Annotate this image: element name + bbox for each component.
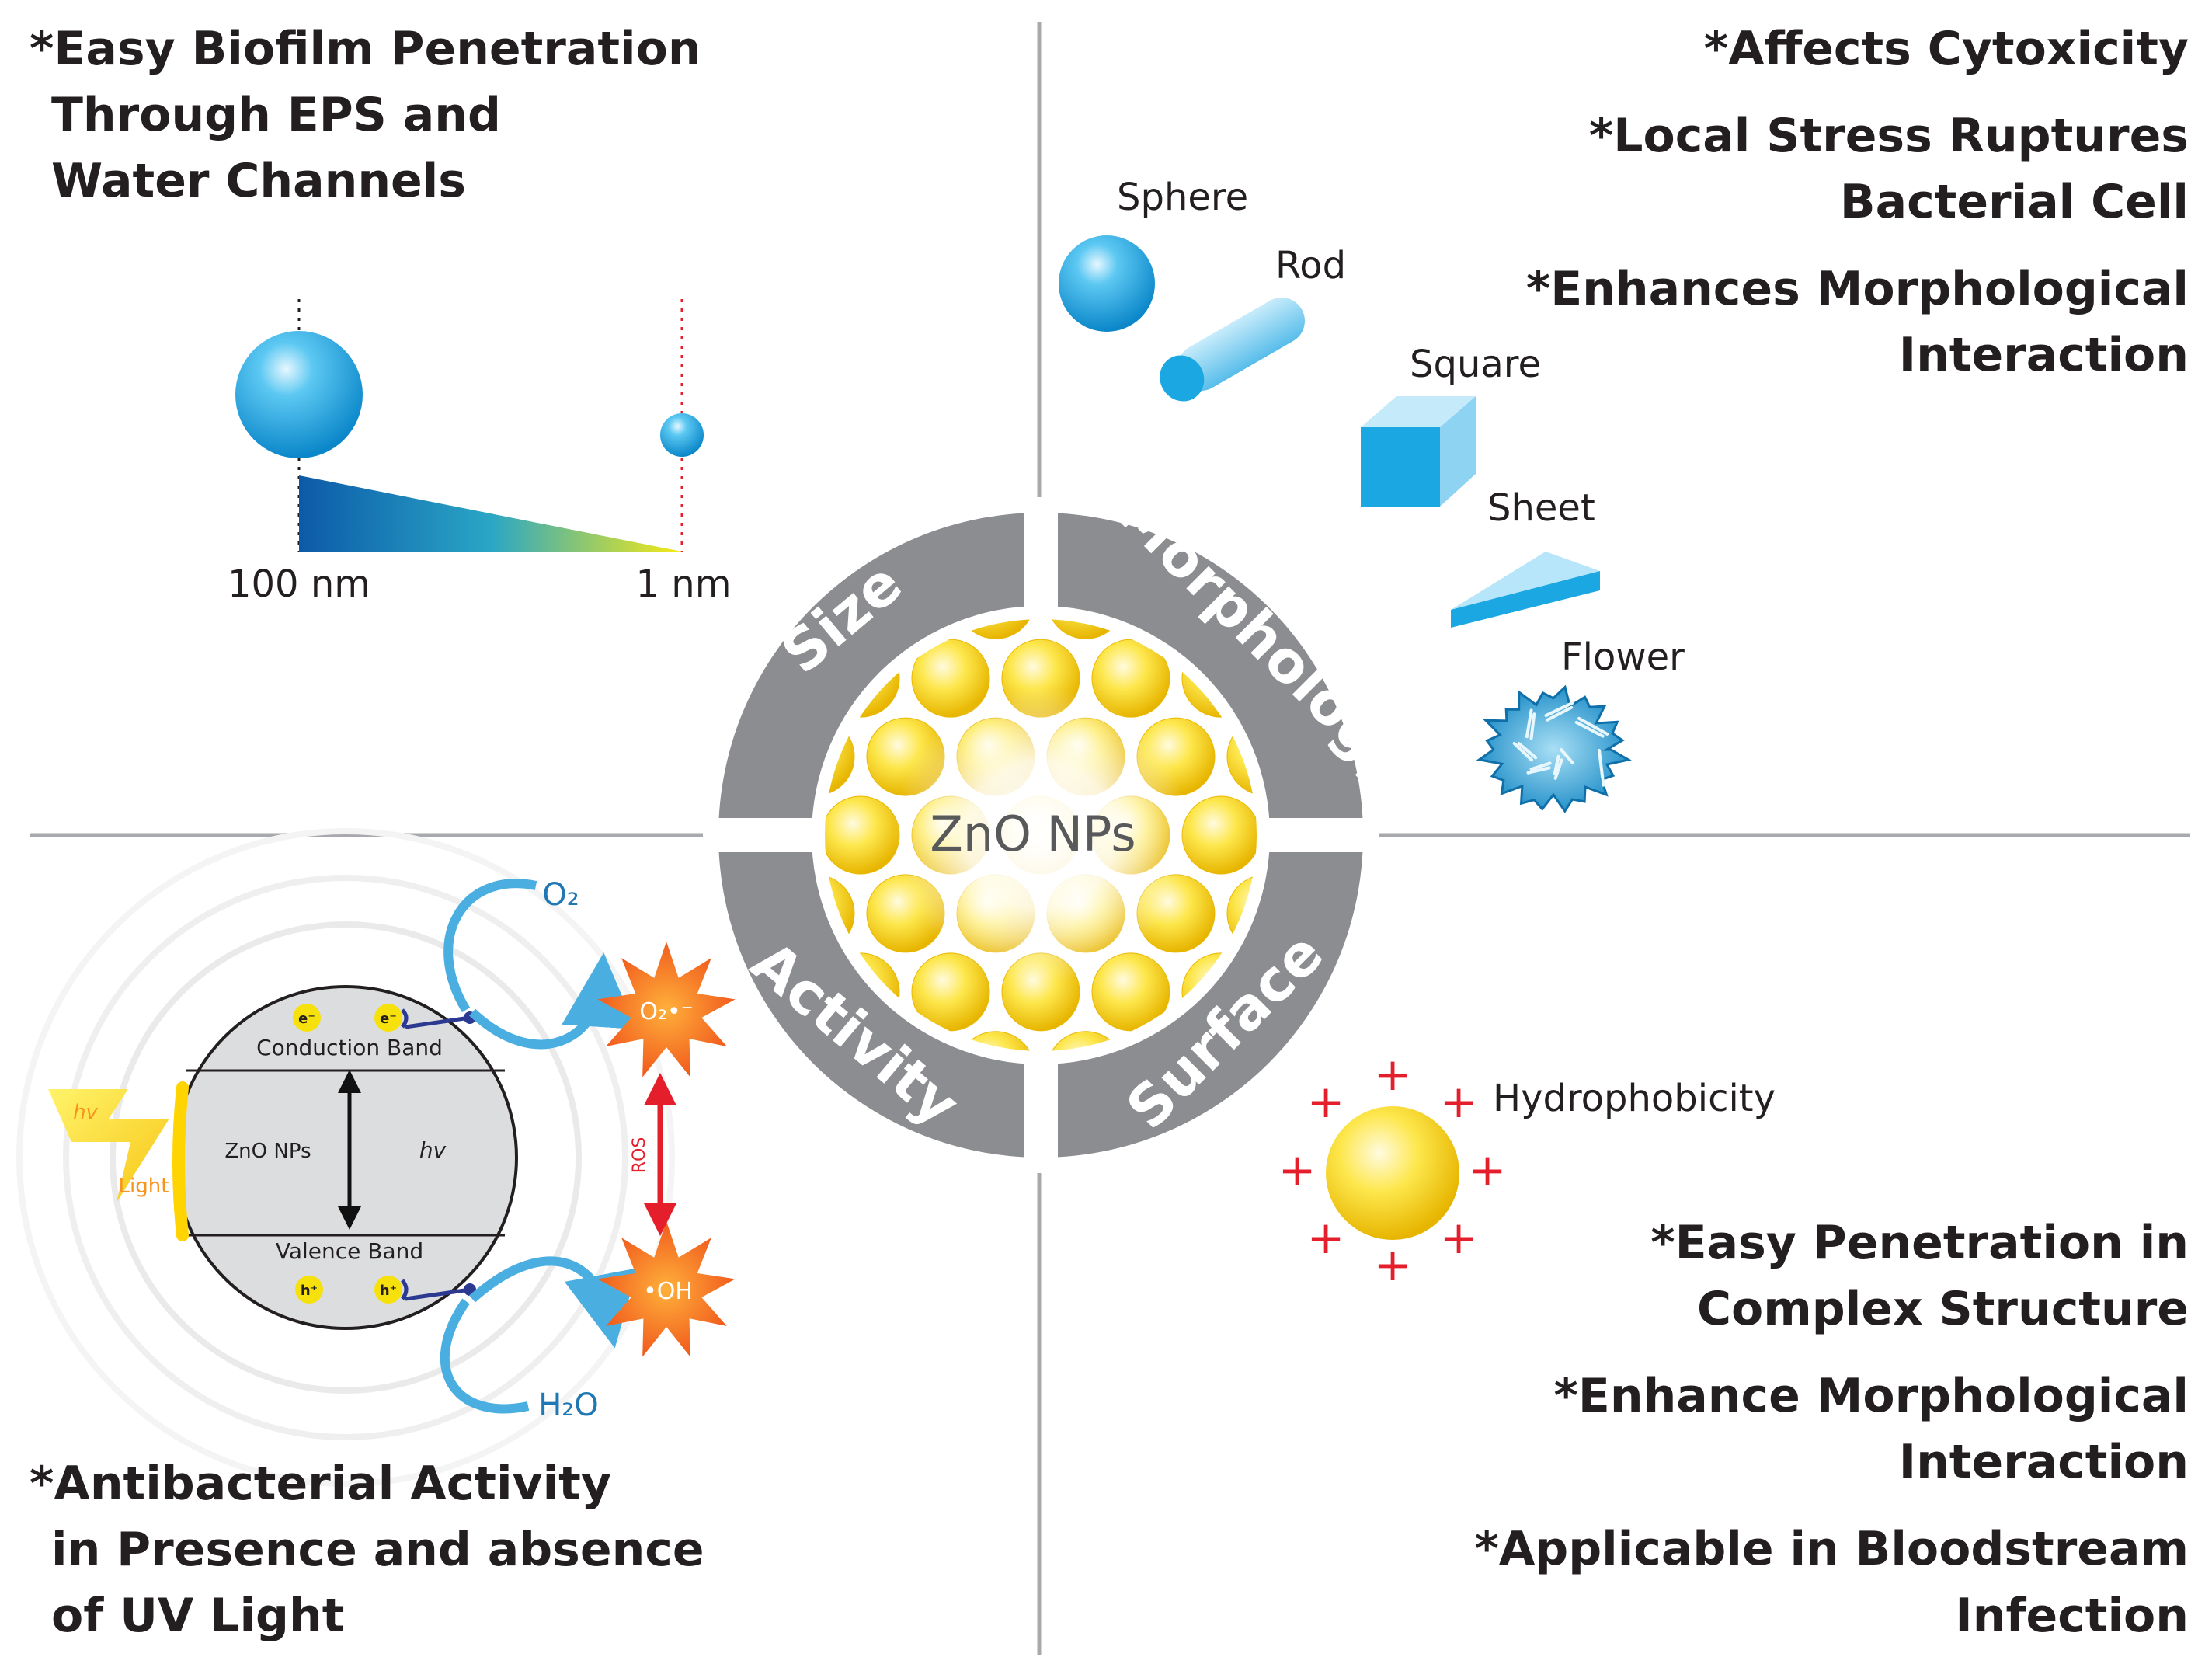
shape-label-sheet: Sheet (1487, 486, 1595, 530)
shape-label-flower: Flower (1561, 635, 1685, 679)
surface-bullet-1-line-2: Complex Structure (1697, 1282, 2189, 1336)
center-hub: ZnO NPs Size Morphology Activity Surface (703, 479, 1424, 1173)
band-particle-label: ZnO NPs (224, 1140, 311, 1163)
hydroxyl-label: •OH (643, 1278, 693, 1305)
square-shape (1361, 396, 1476, 507)
shape-label-rod: Rod (1275, 244, 1346, 287)
scale-label-1nm: 1 nm (636, 562, 732, 606)
sphere-shape (1059, 235, 1155, 332)
light-source: hv Light (48, 1081, 189, 1241)
surface-bullet-2-line-1: *Enhance Morphological (1554, 1369, 2189, 1423)
morph-bullet-1: *Affects Cytoxicity (1704, 22, 2189, 76)
positive-charge-icon: + (1440, 1075, 1478, 1128)
superoxide-label: O₂•⁻ (639, 998, 693, 1025)
surface-bullet-2-line-2: Interaction (1899, 1435, 2189, 1489)
small-particle-1nm (660, 413, 704, 457)
morph-bullet-3-line-2: Interaction (1899, 328, 2189, 382)
surface-quadrant: + + + + + + + + Hydrophobicity *Easy Penetratio… (1278, 1048, 2189, 1643)
morph-bullet-2-line-2: Bacterial Cell (1840, 175, 2189, 229)
positive-charge-icon: + (1307, 1211, 1345, 1264)
sheet-shape (1451, 552, 1600, 628)
electron-2 (374, 1004, 402, 1032)
hydrophobicity-label: Hydrophobicity (1493, 1077, 1776, 1120)
hole-1 (295, 1276, 323, 1304)
positive-charge-icon: + (1307, 1075, 1345, 1128)
electron-2-label: e⁻ (380, 1011, 397, 1027)
hydrophobic-particle (1326, 1106, 1459, 1240)
morph-bullet-3-line-1: *Enhances Morphological (1526, 262, 2189, 316)
zno-sphere (825, 795, 900, 875)
morph-bullet-2-line-1: *Local Stress Ruptures (1589, 109, 2189, 163)
morphology-quadrant: *Affects Cytoxicity *Local Stress Ruptur… (1059, 22, 2189, 813)
conduction-band-label: Conduction Band (256, 1035, 443, 1060)
activity-bullet-line-3: of UV Light (51, 1589, 344, 1643)
activity-bullet-line-2: in Presence and absence (51, 1523, 704, 1577)
electron-1-label: e⁻ (298, 1011, 315, 1027)
center-label: ZnO NPs (930, 806, 1136, 862)
size-bullet-line-1: *Easy Biofilm Penetration (30, 22, 701, 76)
zno-sphere (1091, 639, 1170, 718)
flower-shape (1476, 684, 1632, 813)
rod-shape (1160, 298, 1305, 402)
activity-quadrant: Conduction Band Valence Band ZnO NPs hv … (16, 828, 736, 1643)
hydroxyl-burst (597, 1221, 736, 1357)
surface-bullet-1-line-1: *Easy Penetration in (1650, 1216, 2189, 1270)
electron-1 (293, 1004, 321, 1032)
lightning-bolt-icon (48, 1089, 169, 1203)
reaction-arrows (440, 879, 638, 1414)
bolt-hv-label: hv (73, 1101, 98, 1124)
activity-bullet-line-1: *Antibacterial Activity (30, 1457, 611, 1511)
size-quadrant: *Easy Biofilm Penetration Through EPS an… (30, 22, 731, 606)
size-gradient-wedge (299, 475, 682, 552)
size-bullet-line-3: Water Channels (51, 154, 466, 208)
band-hv-label: hv (419, 1137, 447, 1163)
positive-charge-icon: + (1278, 1144, 1316, 1196)
valence-band-label: Valence Band (276, 1238, 423, 1264)
zno-sphere (1181, 795, 1257, 875)
o2-label: O₂ (542, 877, 579, 913)
positive-charge-icon: + (1374, 1048, 1412, 1101)
positive-charge-icon: + (1440, 1211, 1478, 1264)
surface-charge-markers: + + + + + + + + (1278, 1048, 1507, 1291)
superoxide-burst (597, 942, 736, 1077)
zno-sphere (1091, 952, 1170, 1032)
hole-1-label: h⁺ (301, 1283, 318, 1299)
zno-sphere (911, 639, 990, 718)
large-particle-100nm (235, 331, 363, 458)
surface-bullet-3-line-2: Infection (1955, 1589, 2189, 1643)
surface-bullet-3-line-1: *Applicable in Bloodstream (1474, 1522, 2189, 1576)
zno-band-diagram: Conduction Band Valence Band ZnO NPs hv … (173, 985, 518, 1330)
h2o-label: H₂O (538, 1387, 599, 1423)
zno-sphere (911, 952, 990, 1032)
hole-2 (374, 1276, 402, 1304)
zno-sphere (1317, 561, 1395, 639)
positive-charge-icon: + (1374, 1238, 1412, 1291)
size-bullet-line-2: Through EPS and (51, 88, 501, 142)
positive-charge-icon: + (1469, 1144, 1507, 1196)
ros-label: ROS (630, 1137, 649, 1174)
shape-label-sphere: Sphere (1117, 176, 1248, 219)
light-label: Light (119, 1175, 169, 1198)
hole-2-label: h⁺ (380, 1283, 397, 1299)
shape-label-square: Square (1410, 343, 1541, 386)
scale-label-100nm: 100 nm (228, 562, 370, 606)
